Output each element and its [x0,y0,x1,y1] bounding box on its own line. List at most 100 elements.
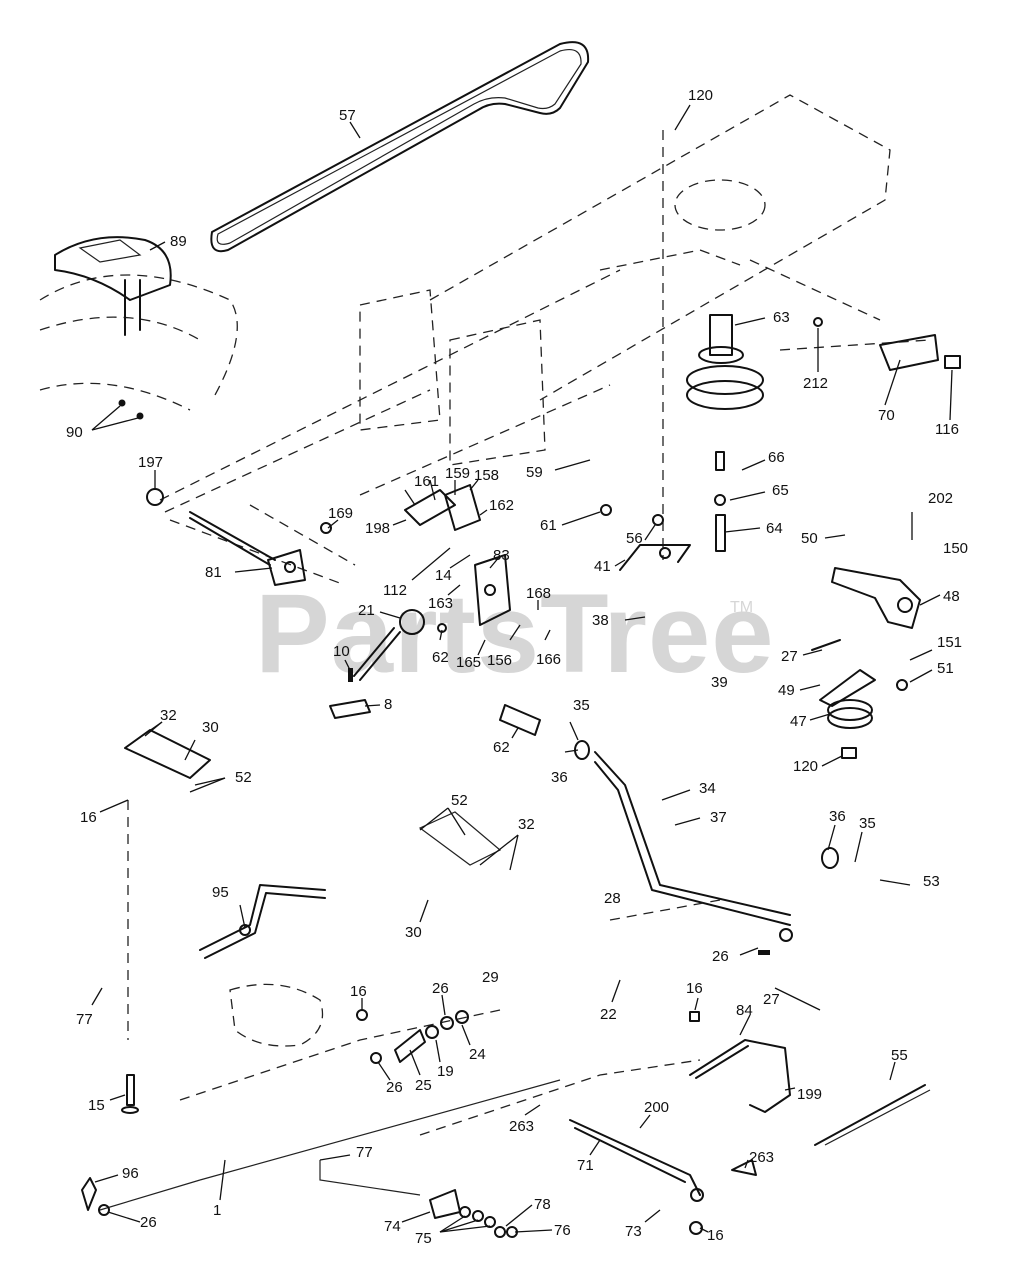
hardware-64-66 [600,451,726,571]
callout-75: 75 [415,1230,432,1247]
callout-150: 150 [943,540,968,557]
callout-49: 49 [778,682,795,699]
lower-linkage [569,1119,757,1235]
callout-95: 95 [212,884,229,901]
callout-30b: 30 [405,924,422,941]
callout-30: 30 [202,719,219,736]
callout-39: 39 [711,674,728,691]
callout-32b: 32 [518,816,535,833]
callout-263: 263 [509,1118,534,1135]
callout-28: 28 [604,890,621,907]
callout-74: 74 [384,1218,401,1235]
callout-120b: 120 [793,758,818,775]
callout-8: 8 [384,696,392,713]
callout-22: 22 [600,1006,617,1023]
watermark-trademark: TM [730,599,753,616]
callout-162: 162 [489,497,514,514]
rod-81 [146,488,306,586]
callout-159: 159 [445,465,470,482]
lower-washers [319,1160,518,1238]
callout-14: 14 [435,567,452,584]
pins-lower-left [81,1074,139,1216]
callout-1: 1 [213,1202,221,1219]
callout-10: 10 [333,643,350,660]
callout-83: 83 [493,547,510,564]
callout-84: 84 [736,1002,753,1019]
callout-197: 197 [138,454,163,471]
callout-77: 77 [76,1011,93,1028]
callout-71: 71 [577,1157,594,1174]
callout-51: 51 [937,660,954,677]
shift-rod [499,704,839,955]
callout-65: 65 [772,482,789,499]
spindle-pulley [662,130,764,560]
callout-27: 27 [781,648,798,665]
callout-35: 35 [573,697,590,714]
callout-labels: 57 89 120 63 212 70 116 90 197 59 61 66 … [66,87,968,1247]
callout-158: 158 [474,467,499,484]
callout-166: 166 [536,651,561,668]
callout-48: 48 [943,588,960,605]
callout-25: 25 [415,1077,432,1094]
callout-29: 29 [482,969,499,986]
callout-16: 16 [80,809,97,826]
callout-63: 63 [773,309,790,326]
callout-34: 34 [699,780,716,797]
rear-bracket [813,317,961,371]
callout-26: 26 [712,948,729,965]
callout-70: 70 [878,407,895,424]
spring [814,1084,931,1146]
callout-36: 36 [551,769,568,786]
callout-161: 161 [414,473,439,490]
callout-263b: 263 [749,1149,774,1166]
drive-belt [210,41,590,253]
callout-116: 116 [935,421,959,438]
callout-52: 52 [235,769,252,786]
callout-57: 57 [339,107,356,124]
callout-90: 90 [66,424,83,441]
callout-76: 76 [554,1222,571,1239]
callout-26b: 26 [432,980,449,997]
callout-120: 120 [688,87,713,104]
callout-16c: 16 [686,980,703,997]
callout-27b: 27 [763,991,780,1008]
callout-66: 66 [768,449,785,466]
callout-53: 53 [923,873,940,890]
idler-bracket [811,567,921,759]
callout-168: 168 [526,585,551,602]
callout-36b: 36 [829,808,846,825]
lift-lever [329,609,425,719]
callout-62b: 62 [493,739,510,756]
callout-24: 24 [469,1046,486,1063]
callout-15: 15 [88,1097,105,1114]
callout-151: 151 [937,634,962,651]
callout-19: 19 [437,1063,454,1080]
callout-202: 202 [928,490,953,507]
callout-21: 21 [358,602,375,619]
callout-64: 64 [766,520,783,537]
callout-16d: 16 [707,1227,724,1244]
callout-62: 62 [432,649,449,666]
callout-96: 96 [122,1165,139,1182]
callout-32: 32 [160,707,177,724]
callout-163: 163 [428,595,453,612]
callout-50: 50 [801,530,818,547]
chassis-frame [159,94,931,586]
callout-55: 55 [891,1047,908,1064]
leader-lines [91,104,953,1233]
fender [39,236,238,420]
brake-rod [689,1011,791,1113]
callout-73: 73 [625,1223,642,1240]
callout-156: 156 [487,652,512,669]
callout-47: 47 [790,713,807,730]
callout-200: 200 [644,1099,669,1116]
callout-35b: 35 [859,815,876,832]
callout-199: 199 [797,1086,822,1103]
callout-169: 169 [328,505,353,522]
callout-212: 212 [803,375,828,392]
transmission-area [99,899,721,1211]
callout-78: 78 [534,1196,551,1213]
callout-38: 38 [592,612,609,629]
callout-61: 61 [540,517,557,534]
